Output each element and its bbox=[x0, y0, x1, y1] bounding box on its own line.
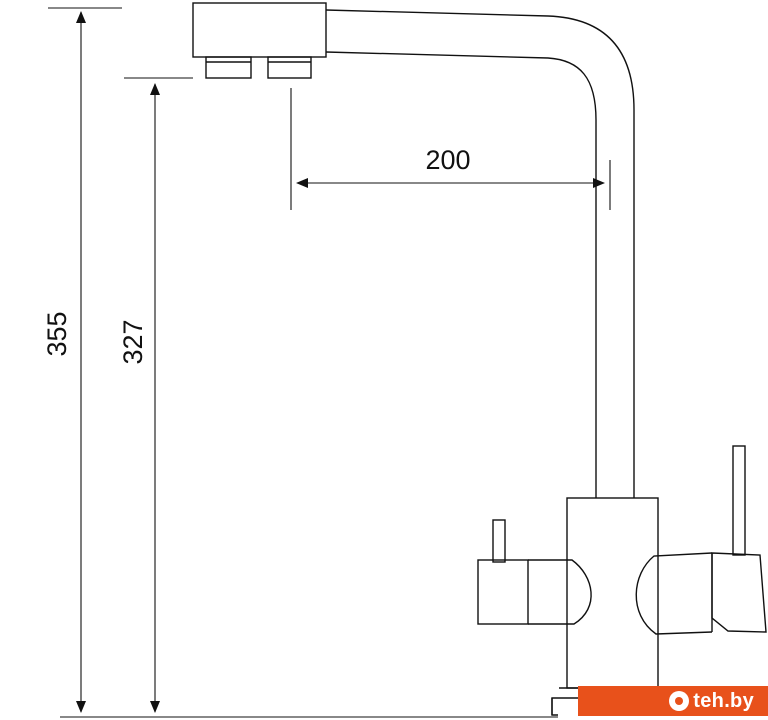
spout-head bbox=[192, 2, 327, 58]
nozzle-right bbox=[267, 56, 312, 79]
nozzle-left bbox=[205, 56, 252, 79]
spout-pipe bbox=[325, 9, 635, 498]
dim-label-327: 327 bbox=[118, 319, 148, 364]
faucet-outline bbox=[192, 2, 767, 716]
logo-icon bbox=[669, 691, 690, 711]
dimension-lines bbox=[48, 7, 611, 718]
watermark-badge: teh.by bbox=[578, 686, 768, 716]
faucet-column bbox=[566, 497, 659, 689]
dim-label-200: 200 bbox=[425, 145, 470, 175]
watermark-text: teh.by bbox=[693, 689, 754, 712]
right-handle bbox=[635, 445, 767, 635]
dim-label-355: 355 bbox=[42, 311, 72, 356]
left-handle bbox=[477, 519, 592, 625]
